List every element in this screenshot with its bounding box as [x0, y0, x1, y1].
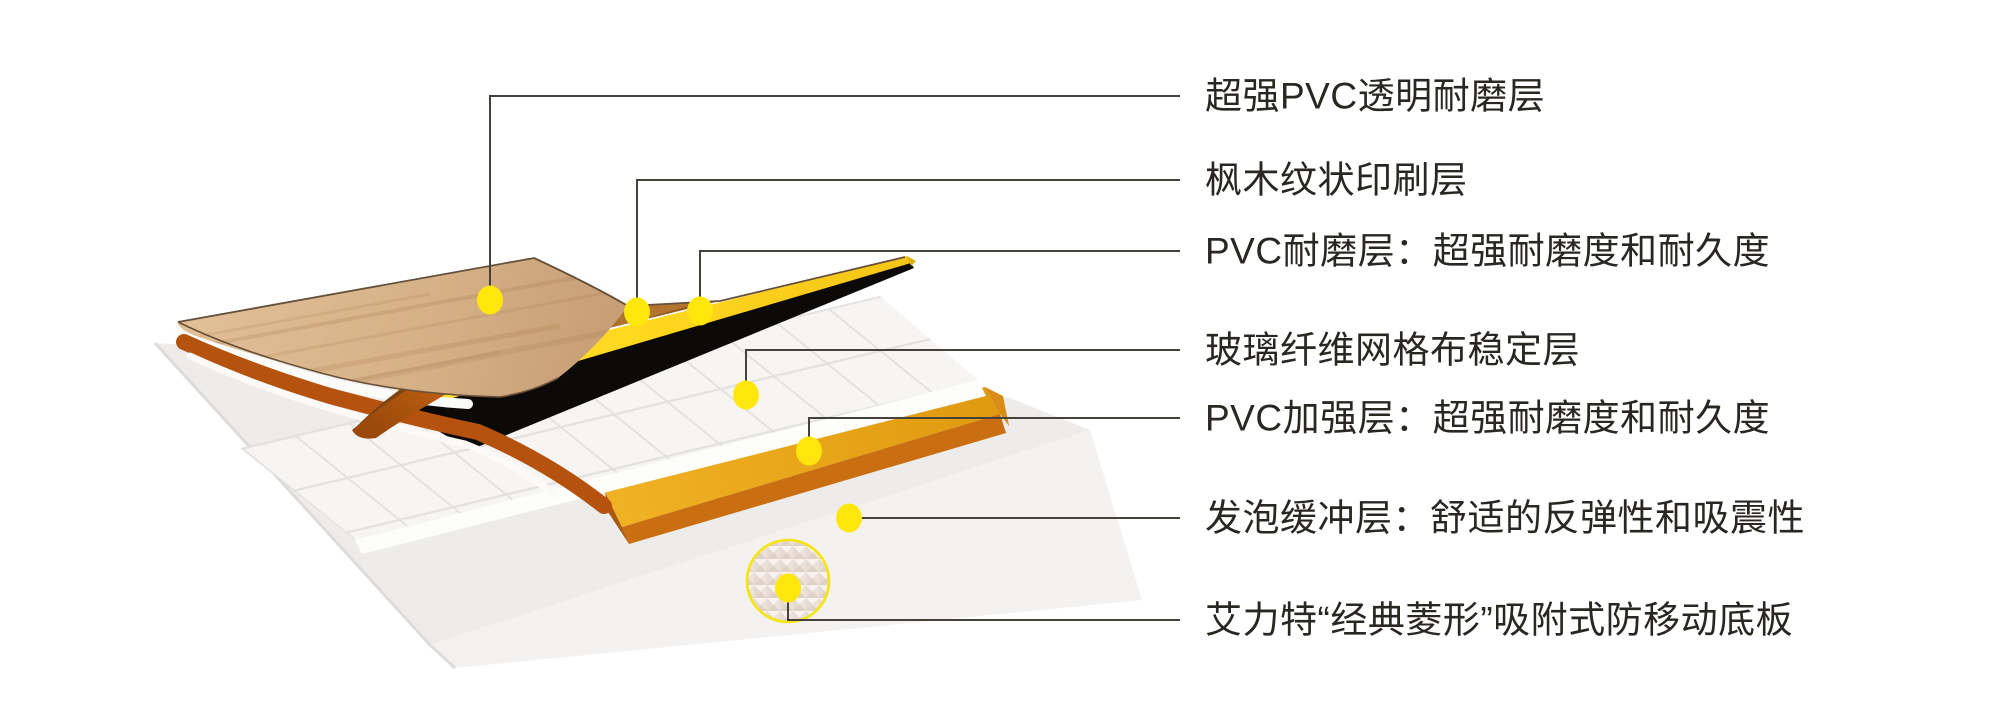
- callout-label-pvc-wear: PVC耐磨层：超强耐磨度和耐久度: [1205, 230, 1771, 272]
- foam-left-edge: [153, 341, 457, 670]
- callout-dot: [477, 285, 503, 315]
- callout-dot: [796, 436, 822, 466]
- leader-line: [745, 349, 1180, 395]
- callout-label-fiberglass: 玻璃纤维网格布稳定层: [1205, 329, 1580, 371]
- mesh-top-face: [240, 296, 978, 540]
- callout-label-wear-top: 超强PVC透明耐磨层: [1205, 75, 1546, 117]
- rust-layer-edge: [176, 334, 612, 514]
- callout-dot: [836, 503, 862, 533]
- fiberglass-mesh-grid: [240, 296, 986, 554]
- callout-dots: [477, 285, 862, 603]
- leader-line: [699, 250, 1180, 311]
- magnifier-ring: [745, 538, 831, 624]
- leader-line: [636, 179, 1180, 312]
- callout-label-pvc-strong: PVC加强层：超强耐磨度和耐久度: [1205, 397, 1771, 439]
- mesh-side-face: [355, 380, 986, 554]
- callout-label-base-board: 艾力特“经典菱形”吸附式防移动底板: [1205, 599, 1794, 641]
- amber-right-cap: [985, 387, 1009, 426]
- wear-film-tip: [907, 256, 916, 266]
- callout-dot: [733, 380, 759, 410]
- callout-dot: [775, 573, 801, 603]
- callout-dot: [687, 296, 713, 326]
- white-layer-edge-2: [186, 352, 560, 500]
- callout-label-print-layer: 枫木纹状印刷层: [1205, 159, 1468, 201]
- wear-film-black-underside: [400, 262, 914, 450]
- leader-line: [489, 95, 1180, 300]
- callout-dot: [624, 297, 650, 327]
- wood-top-face: [178, 258, 628, 397]
- callout-label-foam-cushion: 发泡缓冲层：舒适的反弹性和吸震性: [1205, 497, 1805, 539]
- amber-front-face: [622, 414, 1006, 544]
- wood-front-edge-outline: [177, 321, 559, 398]
